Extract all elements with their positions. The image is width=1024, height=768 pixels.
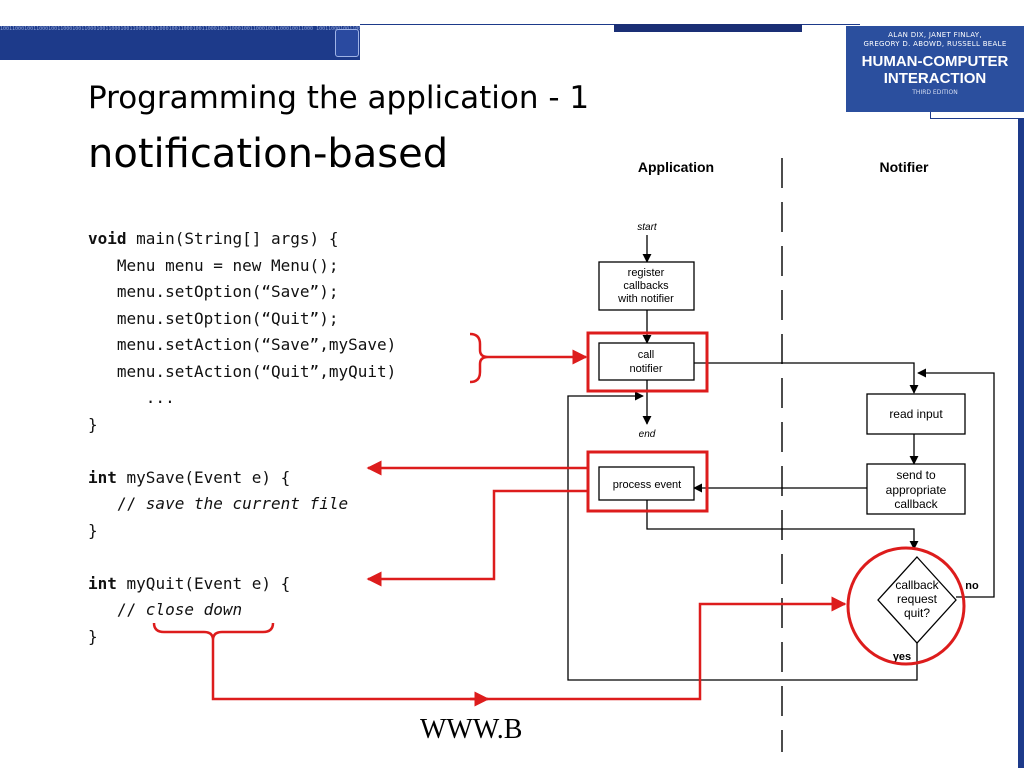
code-line-main: void main(String[] args) {	[88, 229, 339, 248]
book-cover-logo: ALAN DIX, JANET FINLAY, GREGORY D. ABOWD…	[846, 26, 1024, 112]
code-line: Menu menu = new Menu();	[88, 255, 339, 275]
code-line: menu.setAction(“Save”,mySave)	[88, 335, 397, 354]
code-line-comment: // close down	[88, 600, 243, 619]
column-application-label: Application	[638, 159, 714, 175]
book-title-line1: HUMAN-COMPUTER	[861, 53, 1009, 70]
send-line1: send to	[896, 468, 936, 482]
decision-line1: callback	[895, 578, 939, 592]
yes-return-arrow	[567, 391, 918, 681]
register-line1: register	[628, 267, 665, 279]
end-label: end	[639, 429, 656, 440]
flow-arrow	[694, 362, 919, 394]
no-label: no	[965, 580, 979, 592]
code-keyword: int	[88, 467, 117, 487]
top-divider-line	[360, 24, 860, 25]
code-line-comment: // save the current file	[88, 494, 349, 513]
book-title-line2: INTERACTION	[883, 70, 987, 87]
set-action-brace	[469, 332, 489, 384]
right-edge-bar	[1018, 118, 1024, 768]
read-input-label: read input	[889, 407, 943, 421]
send-line3: callback	[894, 497, 938, 511]
column-notifier-label: Notifier	[880, 159, 930, 175]
arrow-to-decision	[211, 596, 847, 701]
read-input-box	[866, 393, 966, 435]
code-line: }	[88, 414, 98, 434]
process-event-label: process event	[613, 479, 681, 491]
top-accent-bar	[614, 24, 802, 32]
decision-line3: quit?	[904, 606, 930, 620]
call-notifier-line1: call	[638, 349, 655, 361]
code-line: ...	[88, 388, 175, 407]
code-line-mysave: int mySave(Event e) {	[88, 467, 291, 487]
register-callbacks-box	[598, 261, 695, 311]
code-line: }	[88, 626, 98, 646]
send-to-callback-box	[866, 463, 966, 515]
code-comment: save the current file	[145, 494, 349, 513]
code-line: menu.setOption(“Save”);	[88, 282, 339, 301]
call-notifier-box	[598, 342, 695, 381]
code-line-myquit: int myQuit(Event e) {	[88, 573, 291, 593]
yes-label: yes	[893, 651, 911, 663]
call-notifier-line2: notifier	[629, 363, 662, 375]
book-underline	[930, 112, 1024, 119]
highlight-process-event	[586, 450, 709, 513]
code-keyword: int	[88, 573, 117, 593]
start-label: start	[637, 222, 658, 233]
slide-subtitle: notification-based	[88, 131, 449, 177]
register-line2: callbacks	[623, 280, 669, 292]
book-authors: ALAN DIX, JANET FINLAY, GREGORY D. ABOWD…	[863, 31, 1007, 48]
process-event-box	[598, 466, 695, 501]
code-keyword: void	[88, 229, 127, 248]
decision-line2: request	[897, 592, 938, 606]
code-comment: close down	[145, 600, 243, 619]
code-line: menu.setOption(“Quit”);	[88, 308, 339, 328]
highlight-call-notifier	[586, 331, 709, 393]
footer-url: WWW.B	[420, 714, 523, 745]
close-down-brace	[152, 622, 275, 641]
highlight-decision-circle	[846, 546, 966, 666]
code-listing: void main(String[] args) { Menu menu = n…	[88, 226, 396, 650]
book-edition: THIRD EDITION	[912, 89, 958, 96]
flow-arrow	[646, 500, 919, 550]
banner-binary-pattern: 1001100010011000100110001001100010011000…	[0, 26, 360, 32]
send-line2: appropriate	[886, 483, 947, 497]
header-banner: 1001100010011000100110001001100010011000…	[0, 26, 360, 60]
code-line: menu.setAction(“Quit”,myQuit)	[88, 361, 397, 381]
slide-title: Programming the application - 1	[88, 80, 590, 116]
code-line: }	[88, 520, 98, 540]
register-line3: with notifier	[617, 293, 674, 305]
arrow-to-myquit	[366, 489, 588, 587]
no-loop-arrow	[917, 368, 995, 598]
banner-logo-icon	[335, 29, 359, 57]
